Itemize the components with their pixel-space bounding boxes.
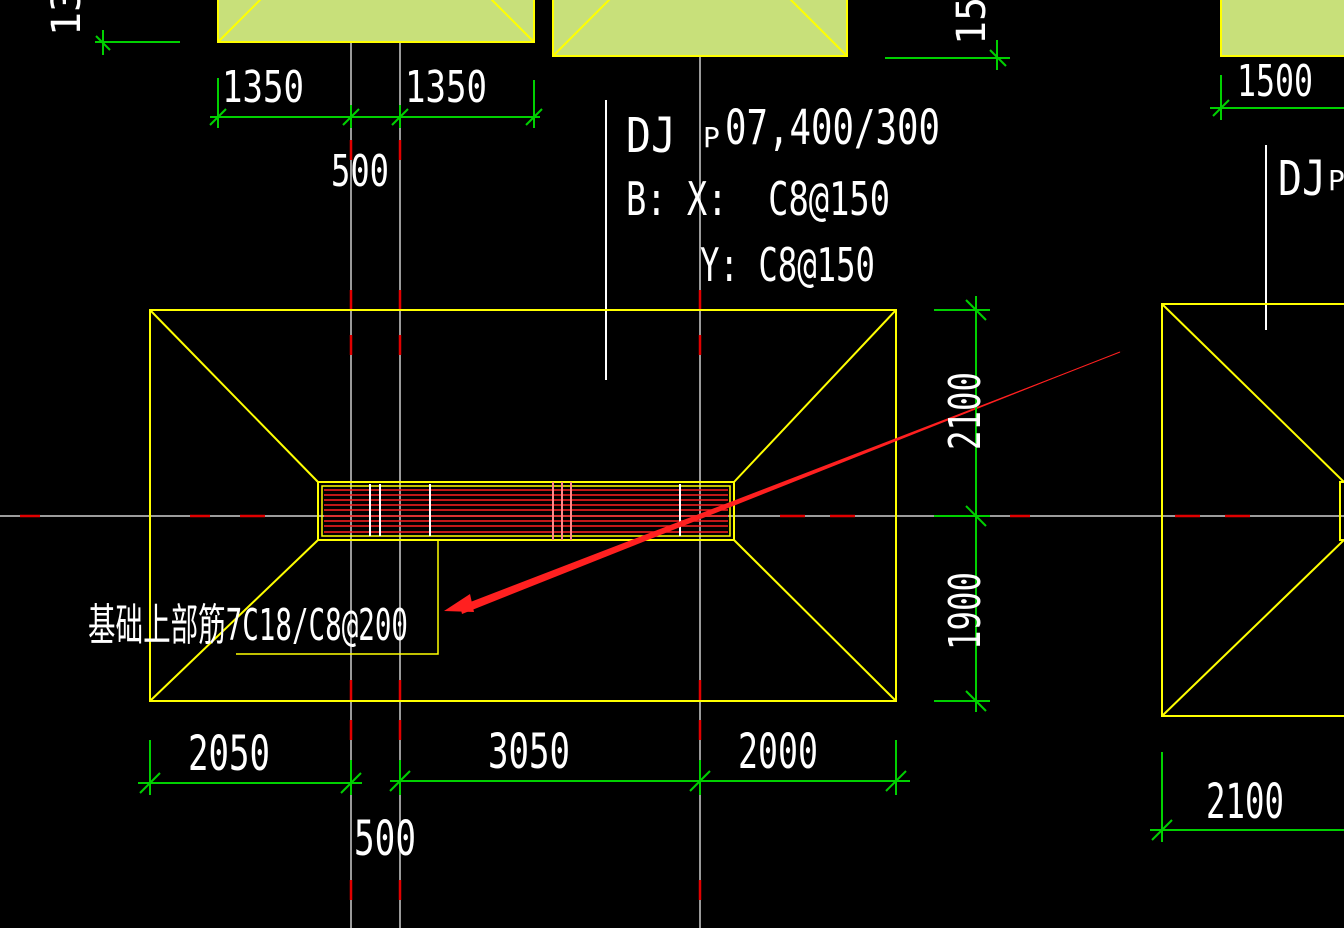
beam-label-leader: [236, 540, 439, 655]
main-footing: [149, 309, 897, 702]
annotation-line1: 07,400/300: [725, 100, 940, 156]
bottom-dim-2000: 2000: [738, 724, 818, 780]
right-footing: [1161, 303, 1344, 717]
bottom-dim-2050: 2050: [188, 726, 270, 782]
beam-label: 基础上部筋7C18/C8@200: [88, 600, 408, 651]
top-footing-left: [217, 0, 535, 43]
footing-annotation: DJ P 07,400/300 B: X: C8@150 Y: C8@150: [626, 100, 940, 292]
top-dim-right-partial: 150: [949, 0, 995, 45]
arrow-icon: [444, 350, 1125, 614]
side-dim-upper: 2100: [940, 372, 991, 450]
top-dim-far-right: 1500: [1237, 56, 1313, 107]
annotation-right-prefix: DJ: [1278, 151, 1326, 207]
annotation-line2: B: X: C8@150: [626, 172, 890, 226]
axis-red-dashes: [20, 140, 1250, 900]
top-footing-right: [1220, 0, 1344, 57]
bottom-dim-500: 500: [354, 811, 416, 867]
annotation-sub: P: [703, 121, 720, 154]
top-dim-500: 500: [331, 146, 389, 197]
top-dimension-lines: [95, 30, 1344, 128]
top-dim-left-partial: 13: [44, 0, 90, 36]
top-dim-1350-a: 1350: [222, 62, 304, 113]
annotation-prefix: DJ: [626, 108, 676, 164]
bottom-dimension-lines: [138, 740, 1344, 842]
top-dim-1350-b: 1350: [405, 62, 487, 113]
side-dimension-lines: [934, 296, 990, 712]
bottom-dim-3050: 3050: [488, 724, 570, 780]
annotation-line3: Y: C8@150: [700, 238, 875, 292]
bottom-dim-right: 2100: [1206, 774, 1284, 830]
footing-annotation-right: DJ P: [1278, 151, 1344, 207]
foundation-beam: [317, 481, 735, 541]
annotation-right-sub: P: [1328, 164, 1344, 197]
side-dim-lower: 1900: [940, 572, 991, 650]
top-footing-mid: [552, 0, 848, 57]
